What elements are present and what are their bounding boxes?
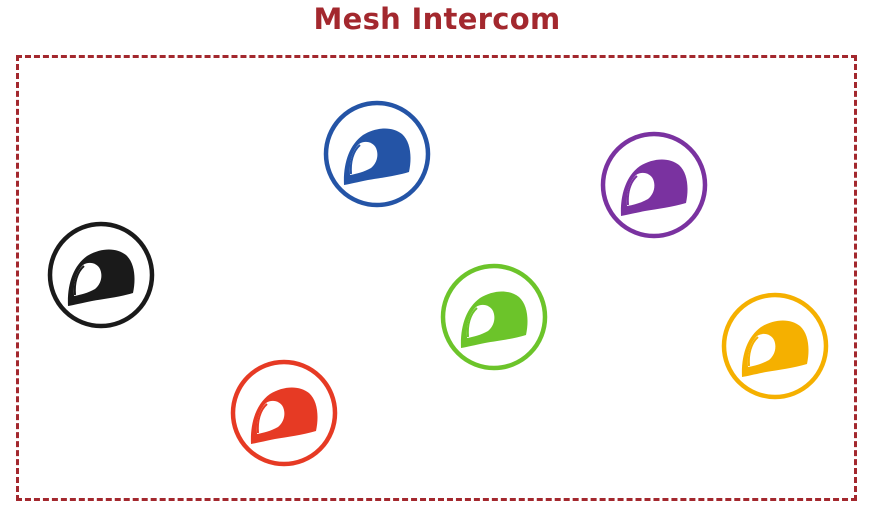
black-rider [47, 221, 155, 329]
visor-edge [626, 175, 638, 206]
rider-ring [721, 292, 829, 400]
visor-edge [466, 307, 478, 338]
rider-ring [440, 263, 548, 371]
red-rider [230, 359, 338, 467]
rider-ring [323, 100, 431, 208]
motorcycle-helmet-icon [721, 292, 829, 400]
motorcycle-helmet-icon [323, 100, 431, 208]
helmet-visor [73, 262, 102, 296]
helmet-visor [466, 304, 495, 338]
helmet-visor [256, 400, 285, 434]
visor-edge [349, 144, 361, 175]
rider-ring [47, 221, 155, 329]
orange-rider [721, 292, 829, 400]
helmet-visor [626, 172, 655, 206]
motorcycle-helmet-icon [230, 359, 338, 467]
green-rider [440, 263, 548, 371]
rider-ring [600, 131, 708, 239]
purple-rider [600, 131, 708, 239]
helmet-visor [747, 333, 776, 367]
rider-ring [230, 359, 338, 467]
visor-edge [73, 265, 85, 296]
motorcycle-helmet-icon [440, 263, 548, 371]
visor-edge [256, 403, 268, 434]
motorcycle-helmet-icon [600, 131, 708, 239]
helmet-visor [349, 141, 378, 175]
visor-edge [747, 336, 759, 367]
motorcycle-helmet-icon [47, 221, 155, 329]
diagram-title: Mesh Intercom [313, 2, 561, 36]
blue-rider [323, 100, 431, 208]
mesh-boundary [16, 55, 857, 501]
